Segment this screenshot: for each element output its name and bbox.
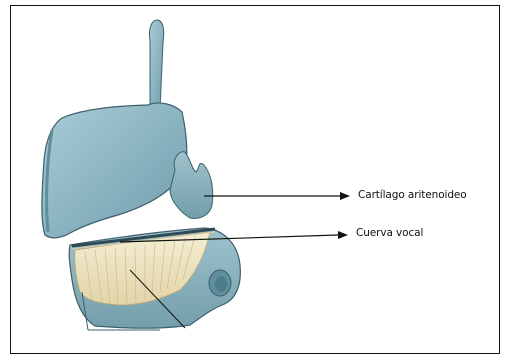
arytenoid-cartilage <box>170 152 213 219</box>
label-arytenoid: Cartílago aritenoideo <box>358 189 467 201</box>
superior-horn <box>149 20 163 112</box>
arrowhead-arytenoid <box>340 192 350 200</box>
label-vocal-cord: Cuerva vocal <box>356 227 423 239</box>
thyroid-cartilage <box>42 103 187 238</box>
arrowhead-vocal <box>338 231 348 239</box>
